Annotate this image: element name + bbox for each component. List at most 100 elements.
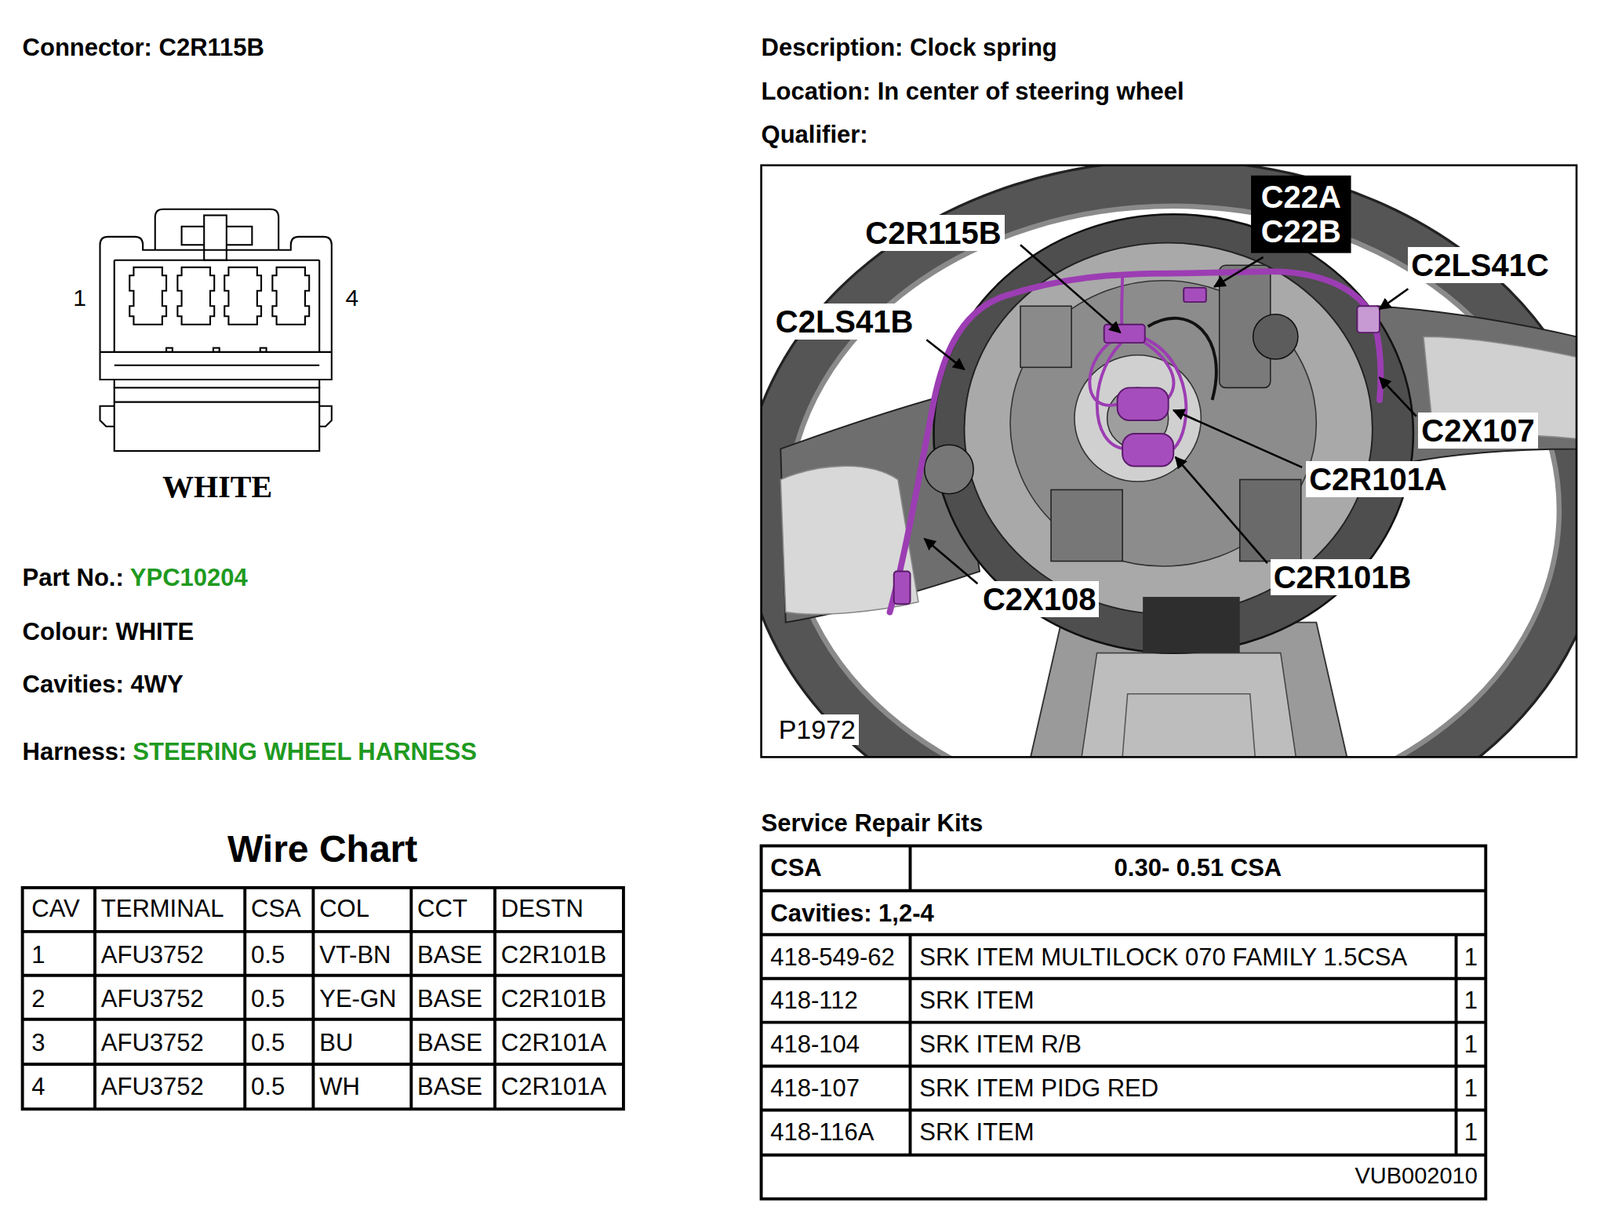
connector-outline bbox=[99, 406, 114, 427]
field-label: Harness: bbox=[22, 738, 128, 767]
colour-field: Colour: WHITE bbox=[22, 618, 195, 647]
table-cell: BASE bbox=[417, 941, 483, 970]
harness-connector bbox=[1122, 433, 1174, 467]
wire-chart-grid bbox=[22, 887, 624, 1110]
illustration-frame bbox=[761, 165, 1578, 758]
table-header: TERMINAL bbox=[101, 894, 225, 924]
cavities-field: Cavities: 4WY bbox=[22, 670, 184, 699]
repair-kit-grid bbox=[761, 846, 1487, 1200]
wire-chart-grid bbox=[22, 887, 624, 1110]
harness-connector bbox=[1117, 387, 1169, 421]
harness-connector bbox=[894, 571, 911, 605]
connector-outline bbox=[166, 348, 173, 353]
table-cell: C2R101B bbox=[501, 941, 607, 970]
table-cell: 1 bbox=[1464, 1030, 1478, 1059]
steering-wheel-illustration bbox=[761, 165, 1578, 758]
harness-connector bbox=[1183, 287, 1207, 302]
table-cell: 2 bbox=[31, 985, 45, 1014]
pin-number: 4 bbox=[345, 284, 360, 313]
steering-wheel-illustration bbox=[1081, 653, 1296, 758]
table-cell: C2R101A bbox=[501, 1072, 607, 1102]
callout-label: C22B bbox=[1258, 213, 1345, 250]
table-cell: 1 bbox=[1464, 986, 1478, 1015]
field-label: Part No.: bbox=[22, 563, 124, 593]
steering-wheel-illustration bbox=[1050, 489, 1123, 561]
reference-code: VUB002010 bbox=[1354, 1163, 1477, 1190]
harness-connector bbox=[894, 287, 1380, 604]
connector-outline bbox=[129, 267, 167, 325]
table-cell: AFU3752 bbox=[101, 941, 204, 970]
steering-wheel-illustration bbox=[963, 243, 1372, 615]
connector-outline bbox=[203, 215, 227, 261]
table-cell: 1 bbox=[1464, 943, 1478, 972]
table-cell: SRK ITEM bbox=[919, 986, 1034, 1015]
connector-outline bbox=[99, 236, 331, 380]
callout-label: C22A bbox=[1258, 178, 1345, 215]
callout-label: C2R101A bbox=[1305, 461, 1451, 498]
table-title: Wire Chart bbox=[227, 827, 418, 871]
part-number: YPC10204 bbox=[130, 563, 248, 593]
pin-number: 1 bbox=[72, 284, 87, 313]
table-cell: SRK ITEM MULTILOCK 070 FAMILY 1.5CSA bbox=[919, 943, 1408, 972]
leader-line bbox=[1379, 288, 1408, 310]
table-header: CAV bbox=[31, 894, 80, 924]
table-header: COL bbox=[319, 894, 370, 924]
steering-wheel-illustration bbox=[765, 183, 1577, 757]
leader-line bbox=[1020, 244, 1121, 333]
table-cell: C2R101A bbox=[501, 1029, 607, 1058]
callout-label: C2LS41C bbox=[1407, 247, 1553, 284]
table-header: CCT bbox=[417, 894, 468, 924]
connector-outline bbox=[99, 209, 331, 451]
leader-line bbox=[1175, 457, 1268, 564]
steering-wheel-illustration bbox=[1020, 305, 1072, 368]
table-cell: AFU3752 bbox=[101, 1029, 204, 1058]
cable bbox=[1148, 318, 1217, 400]
drawing bbox=[22, 160, 1600, 1199]
steering-wheel-illustration bbox=[1253, 314, 1299, 360]
table-cell: 0.5 bbox=[250, 941, 285, 970]
callout-label: C2R101B bbox=[1270, 559, 1415, 596]
table-header: CSA bbox=[250, 894, 302, 924]
callout-label: C2R115B bbox=[861, 214, 1004, 251]
connector-colour: WHITE bbox=[162, 469, 273, 506]
steering-wheel-illustration bbox=[761, 165, 1578, 758]
table-cell: C2R101B bbox=[501, 985, 607, 1014]
table-cell: AFU3752 bbox=[101, 1072, 204, 1102]
steering-wheel-illustration bbox=[1074, 355, 1201, 482]
connector-outline bbox=[213, 348, 220, 353]
qualifier: Qualifier: bbox=[761, 120, 869, 150]
table-cell: 1 bbox=[31, 941, 45, 970]
table-cell: WH bbox=[319, 1072, 360, 1102]
callout-box bbox=[1250, 175, 1352, 254]
steering-wheel-illustration bbox=[1240, 479, 1302, 561]
leader-line bbox=[1214, 257, 1263, 288]
location: Location: In center of steering wheel bbox=[761, 77, 1185, 106]
connector-outline bbox=[319, 406, 332, 427]
table-cell: SRK ITEM R/B bbox=[919, 1030, 1082, 1059]
table-cell: AFU3752 bbox=[101, 985, 204, 1014]
callout-label: C2X108 bbox=[979, 581, 1100, 618]
harness-connector bbox=[1104, 324, 1146, 343]
leader-line bbox=[924, 244, 1417, 584]
figure-number: P1972 bbox=[775, 714, 859, 746]
connector-outline bbox=[114, 379, 320, 388]
table-cell: BASE bbox=[417, 985, 483, 1014]
leader-line bbox=[926, 339, 964, 370]
leader-line bbox=[1173, 410, 1302, 468]
table-cell: 3 bbox=[31, 1029, 45, 1058]
table-cell: BASE bbox=[417, 1029, 483, 1058]
table-cell: 418-107 bbox=[770, 1074, 860, 1103]
steering-wheel-illustration bbox=[1142, 596, 1240, 654]
connector-outline bbox=[260, 348, 267, 353]
repair-kit-grid bbox=[761, 846, 1487, 1156]
table-cell: 0.5 bbox=[250, 985, 285, 1014]
table-cell: 418-116A bbox=[770, 1118, 874, 1147]
harness-wiring bbox=[1121, 273, 1123, 332]
table-header: CSA bbox=[770, 854, 822, 883]
leader-line bbox=[924, 538, 979, 584]
table-cell: BASE bbox=[417, 1072, 483, 1102]
table-cell: SRK ITEM bbox=[919, 1118, 1034, 1147]
harness-connector bbox=[1356, 305, 1380, 333]
table-cell: 0.5 bbox=[250, 1029, 285, 1058]
table-header: 0.30- 0.51 CSA bbox=[1114, 854, 1283, 883]
